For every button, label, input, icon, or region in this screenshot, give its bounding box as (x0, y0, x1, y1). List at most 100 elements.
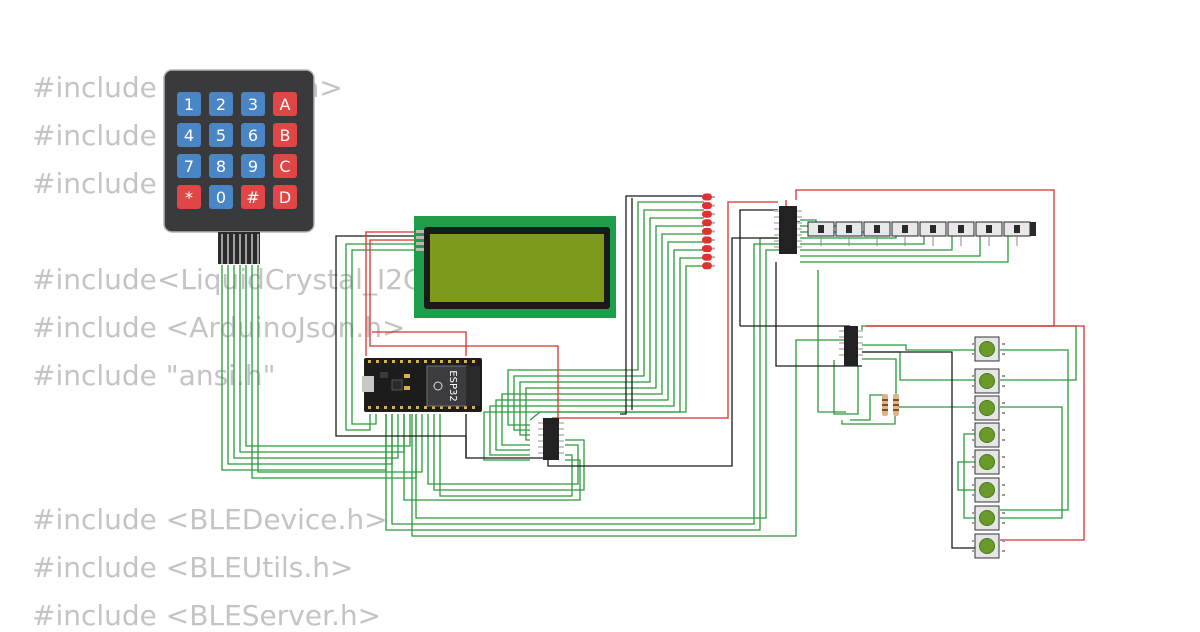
keypad-key-cap[interactable] (209, 123, 233, 147)
keypad-key[interactable]: B (273, 123, 297, 147)
slide-switch[interactable] (919, 221, 947, 246)
keypad-key-cap[interactable] (241, 154, 265, 178)
keypad-key[interactable]: D (273, 185, 297, 209)
push-button-pin (972, 494, 975, 496)
slide-switch-knob[interactable] (930, 225, 936, 233)
push-button[interactable] (972, 336, 1005, 362)
keypad-key-cap[interactable] (241, 185, 265, 209)
keypad-key-cap[interactable] (177, 154, 201, 178)
keypad-key-label: C (279, 157, 290, 176)
keypad-key-label: 8 (216, 157, 226, 176)
keypad-key[interactable]: 2 (209, 92, 233, 116)
push-button[interactable] (972, 368, 1005, 394)
esp32-board: ESP32 (362, 358, 482, 412)
keypad-key-cap[interactable] (177, 185, 201, 209)
keypad-key[interactable]: 5 (209, 123, 233, 147)
push-button[interactable] (972, 422, 1005, 448)
push-button-pin (972, 439, 975, 441)
slide-switch[interactable] (891, 221, 919, 246)
slide-switch[interactable] (1030, 222, 1036, 236)
push-button-pin (972, 429, 975, 431)
led-lead (712, 264, 715, 267)
push-button-pin (1002, 429, 1005, 431)
slide-switch-knob[interactable] (902, 225, 908, 233)
led (702, 210, 715, 218)
push-button-cap[interactable] (979, 538, 995, 554)
push-button-pin (1002, 375, 1005, 377)
keypad-key[interactable]: 6 (241, 123, 265, 147)
push-button-pin (972, 385, 975, 387)
slide-switch[interactable] (947, 221, 975, 246)
keypad-key-label: D (279, 188, 291, 207)
keypad-key[interactable]: C (273, 154, 297, 178)
keypad-key-label: 4 (184, 126, 194, 145)
slide-switch-knob[interactable] (1014, 225, 1020, 233)
led-body (702, 236, 712, 244)
push-button-cap[interactable] (979, 427, 995, 443)
slide-switch[interactable] (807, 221, 835, 246)
keypad-key-cap[interactable] (273, 92, 297, 116)
led (702, 236, 715, 244)
push-button-pin (1002, 466, 1005, 468)
keypad-key[interactable]: 9 (241, 154, 265, 178)
keypad-key[interactable]: 3 (241, 92, 265, 116)
keypad-key-label: 1 (184, 95, 194, 114)
keypad-key-cap[interactable] (273, 185, 297, 209)
push-button-pin (1002, 353, 1005, 355)
keypad-key[interactable]: 1 (177, 92, 201, 116)
wire-group-black (335, 195, 975, 549)
push-button-cap[interactable] (979, 454, 995, 470)
push-button[interactable] (972, 395, 1005, 421)
slide-switch-knob[interactable] (846, 225, 852, 233)
keypad-key[interactable]: 8 (209, 154, 233, 178)
led-lead (712, 256, 715, 259)
keypad-key[interactable]: A (273, 92, 297, 116)
push-button[interactable] (972, 505, 1005, 531)
keypad-key-cap[interactable] (241, 92, 265, 116)
slide-switch[interactable] (1003, 221, 1031, 246)
slide-switch-knob[interactable] (958, 225, 964, 233)
led-body (702, 262, 712, 270)
push-button-cap[interactable] (979, 400, 995, 416)
code-line: #include "ansi.h" (32, 359, 276, 392)
led (702, 202, 715, 210)
led-lead (712, 221, 715, 224)
slide-switch-body[interactable] (1030, 222, 1036, 236)
slide-switch-knob[interactable] (818, 225, 824, 233)
keypad-key[interactable]: 0 (209, 185, 233, 209)
push-button-cap[interactable] (979, 510, 995, 526)
led-array (702, 193, 715, 270)
push-button-cap[interactable] (979, 482, 995, 498)
keypad-key[interactable]: 4 (177, 123, 201, 147)
keypad-key-cap[interactable] (241, 123, 265, 147)
keypad-key-cap[interactable] (209, 185, 233, 209)
push-button[interactable] (972, 477, 1005, 503)
push-button-pin (972, 353, 975, 355)
push-button[interactable] (972, 449, 1005, 475)
shift-register-3 (839, 326, 863, 366)
slide-switch[interactable] (975, 221, 1003, 246)
resistor-pair (882, 394, 899, 416)
push-button-pin (972, 484, 975, 486)
keypad-key-cap[interactable] (177, 92, 201, 116)
push-button-cap[interactable] (979, 341, 995, 357)
keypad-key[interactable]: # (241, 185, 265, 209)
push-button[interactable] (972, 533, 1005, 559)
slide-switch-knob[interactable] (874, 225, 880, 233)
push-button-pin (1002, 439, 1005, 441)
keypad-key[interactable]: * (177, 185, 201, 209)
slide-switch[interactable] (863, 221, 891, 246)
keypad-key-cap[interactable] (273, 154, 297, 178)
keypad-key-cap[interactable] (209, 154, 233, 178)
led-lead (712, 230, 715, 233)
led-lead (712, 247, 715, 250)
keypad-key-cap[interactable] (209, 92, 233, 116)
keypad-key-cap[interactable] (273, 123, 297, 147)
slide-switch[interactable] (835, 221, 863, 246)
push-button-cap[interactable] (979, 373, 995, 389)
keypad-key-cap[interactable] (177, 123, 201, 147)
slide-switch-knob[interactable] (986, 225, 992, 233)
keypad-key[interactable]: 7 (177, 154, 201, 178)
